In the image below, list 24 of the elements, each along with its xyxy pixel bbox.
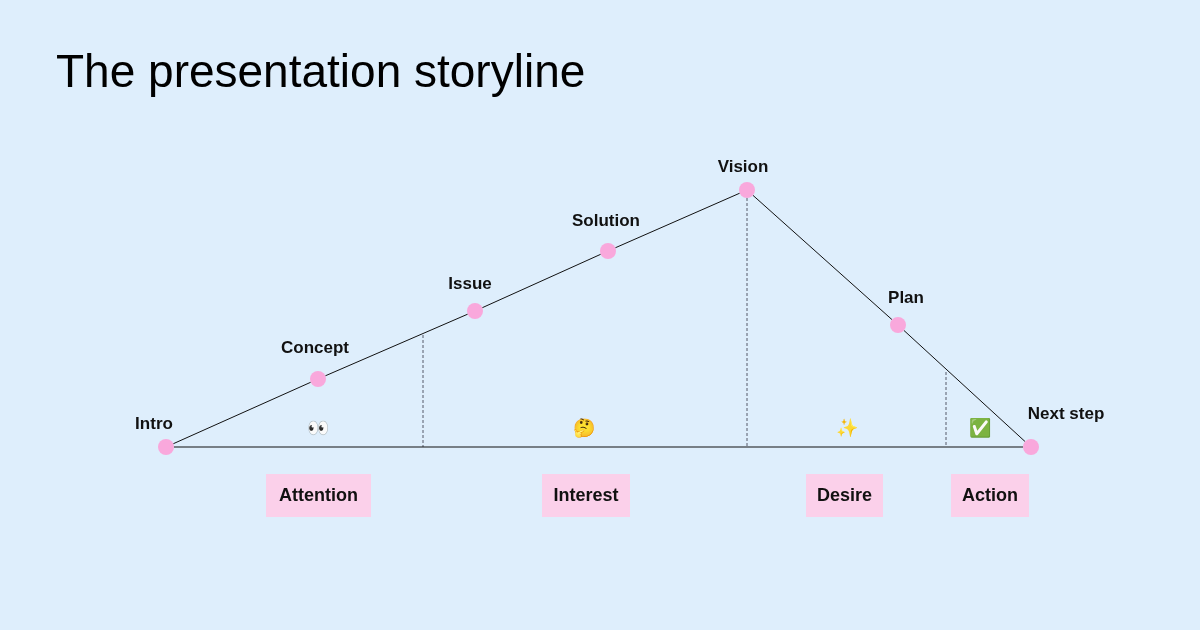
stage-label: Action — [951, 474, 1029, 517]
emoji-icon: ✨ — [836, 416, 858, 438]
connector-line — [746, 197, 748, 448]
emoji-icon: 🤔 — [573, 416, 595, 438]
point-label: Next step — [1027, 404, 1105, 424]
point-label: Issue — [448, 274, 492, 294]
stage-label: Attention — [266, 474, 371, 517]
point-label: Vision — [717, 157, 769, 177]
connector-line — [752, 194, 893, 321]
connector-line — [172, 381, 312, 445]
connector-line — [173, 446, 1024, 448]
point-label: Solution — [572, 211, 640, 231]
connector-line — [614, 192, 741, 249]
point-label: Intro — [135, 414, 173, 434]
stage-label: Desire — [806, 474, 883, 517]
point-label: Plan — [888, 288, 924, 308]
point-label: Concept — [281, 338, 349, 358]
emoji-icon: ✅ — [969, 416, 991, 438]
title: The presentation storyline — [56, 44, 586, 98]
connector-line — [324, 313, 469, 377]
stage-label: Interest — [542, 474, 630, 517]
emoji-icon: 👀 — [307, 416, 329, 438]
connector-line — [481, 253, 602, 309]
connector-line — [903, 329, 1026, 443]
